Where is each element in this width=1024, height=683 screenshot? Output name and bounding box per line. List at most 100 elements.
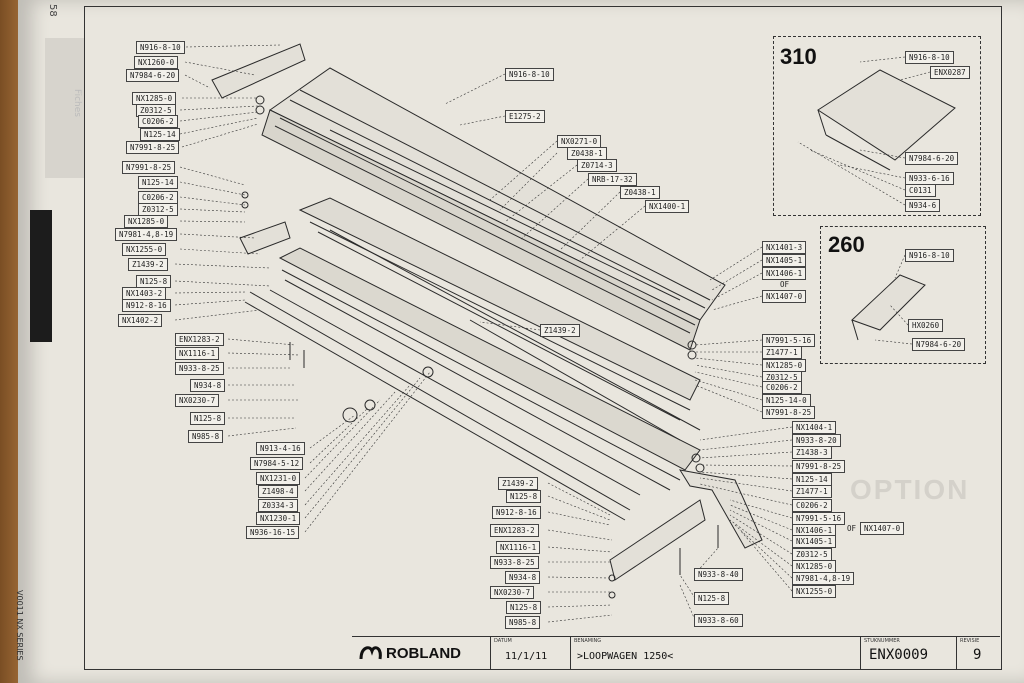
part-label: Z1439-2 xyxy=(498,477,538,490)
inset-number-260: 260 xyxy=(828,232,865,257)
part-label: Z1477-1 xyxy=(762,346,802,359)
revisie-value: 9 xyxy=(973,647,982,663)
title-block: ROBLAND DATUM 11/1/11 BENAMING >LOOPWAGE… xyxy=(352,636,1000,669)
logo-text: ROBLAND xyxy=(386,645,461,662)
part-label: ENX1283-2 xyxy=(175,333,224,346)
part-label: NX1255-0 xyxy=(122,243,167,256)
inset-part-label: N934-6 xyxy=(905,199,941,212)
part-label: NX0230-7 xyxy=(490,586,535,599)
part-label: N125-8 xyxy=(506,601,542,614)
part-label: NX1402-2 xyxy=(118,314,163,327)
benaming-cell: BENAMING >LOOPWAGEN 1250< xyxy=(570,637,861,669)
datum-cell: DATUM 11/1/11 xyxy=(490,637,571,669)
part-label: Z1439-2 xyxy=(540,324,580,337)
part-label: N7991-8-25 xyxy=(122,161,176,174)
part-label: N936-16-15 xyxy=(246,526,300,539)
revisie-cell: REVISIE 9 xyxy=(956,637,1001,669)
part-label: N125-8 xyxy=(190,412,226,425)
part-label: N125-8 xyxy=(506,490,542,503)
part-label: NX1401-3 xyxy=(762,241,807,254)
part-label: N7991-8-25 xyxy=(792,460,846,473)
part-label: N125-14 xyxy=(140,128,180,141)
part-label: Z1477-1 xyxy=(792,485,832,498)
part-label: NX1255-0 xyxy=(792,585,837,598)
inset-part-label: N7984-6-20 xyxy=(912,338,966,351)
part-label: NX1231-0 xyxy=(256,472,301,485)
stuknummer-value: ENX0009 xyxy=(869,647,929,663)
part-label: NX1116-1 xyxy=(175,347,220,360)
inset-part-label: C0131 xyxy=(905,184,936,197)
inset-part-label: HX0260 xyxy=(908,319,944,332)
part-label: N7984-5-12 xyxy=(250,457,304,470)
part-label: N912-8-16 xyxy=(492,506,541,519)
part-label: N933-8-60 xyxy=(694,614,743,627)
logo-cell: ROBLAND xyxy=(352,637,490,669)
part-label: NX1116-1 xyxy=(496,541,541,554)
part-label: N933-8-25 xyxy=(175,362,224,375)
benaming-label: BENAMING xyxy=(574,638,602,644)
part-label-or: NX1407-0 xyxy=(860,522,905,535)
inset-part-label: ENX0287 xyxy=(930,66,970,79)
part-label: Z1498-4 xyxy=(258,485,298,498)
part-label: N934-8 xyxy=(190,379,226,392)
part-label: N7991-5-16 xyxy=(792,512,846,525)
drawing-frame xyxy=(84,6,1002,670)
inset-box-260 xyxy=(820,226,986,364)
or-text: OF xyxy=(780,280,790,289)
part-label: NRB-17-32 xyxy=(588,173,637,186)
stuknummer-cell: STUKNUMMER ENX0009 xyxy=(860,637,957,669)
part-label: NX1405-1 xyxy=(792,535,837,548)
part-label: NX1230-1 xyxy=(256,512,301,525)
part-label: NX0230-7 xyxy=(175,394,220,407)
inset-part-label: N916-8-10 xyxy=(905,51,954,64)
part-label: Z0438-1 xyxy=(620,186,660,199)
inset-part-label: N916-8-10 xyxy=(905,249,954,262)
part-label: Z0714-3 xyxy=(577,159,617,172)
part-label: NX1285-0 xyxy=(124,215,169,228)
index-tab: Fiches xyxy=(45,38,85,178)
part-label: N916-8-10 xyxy=(505,68,554,81)
part-label: N985-8 xyxy=(188,430,224,443)
part-label: N933-8-25 xyxy=(490,556,539,569)
stuknummer-label: STUKNUMMER xyxy=(864,638,900,644)
robland-logo-icon xyxy=(358,641,384,663)
part-label: N125-14 xyxy=(138,176,178,189)
inset-box-310 xyxy=(773,36,981,216)
part-label: N985-8 xyxy=(505,616,541,629)
part-label: ENX1283-2 xyxy=(490,524,539,537)
part-label: N916-8-10 xyxy=(136,41,185,54)
part-label: N913-4-16 xyxy=(256,442,305,455)
part-label: N933-8-40 xyxy=(694,568,743,581)
part-label: N125-8 xyxy=(694,592,730,605)
inset-number-310: 310 xyxy=(780,44,817,69)
part-label: NX1406-1 xyxy=(762,267,807,280)
part-label: N934-8 xyxy=(505,571,541,584)
part-label: NX1404-1 xyxy=(792,421,837,434)
part-label: N7981-4,8-19 xyxy=(792,572,855,585)
datum-value: 11/1/11 xyxy=(505,651,548,662)
part-label: N912-8-16 xyxy=(122,299,171,312)
option-watermark: OPTION xyxy=(850,474,970,505)
part-label: Z1439-2 xyxy=(128,258,168,271)
datum-label: DATUM xyxy=(494,638,512,644)
part-label: NX1400-1 xyxy=(645,200,690,213)
index-marker xyxy=(30,210,52,342)
inset-part-label: N7984-6-20 xyxy=(905,152,959,165)
part-label: C0206-2 xyxy=(792,499,832,512)
part-label: N7991-8-25 xyxy=(762,406,816,419)
part-label: NX1405-1 xyxy=(762,254,807,267)
part-label: N7991-8-25 xyxy=(126,141,180,154)
benaming-value: >LOOPWAGEN 1250< xyxy=(577,651,674,662)
or-text: OF xyxy=(847,524,857,533)
part-label: C0206-2 xyxy=(762,381,802,394)
part-label: C0206-2 xyxy=(138,115,178,128)
part-label: Z1438-3 xyxy=(792,446,832,459)
part-label: N7981-4,8-19 xyxy=(115,228,178,241)
part-label: NX1260-0 xyxy=(134,56,179,69)
part-label: E1275-2 xyxy=(505,110,545,123)
part-label: N7984-6-20 xyxy=(126,69,180,82)
part-label: NX1407-0 xyxy=(762,290,807,303)
revisie-label: REVISIE xyxy=(960,638,980,644)
